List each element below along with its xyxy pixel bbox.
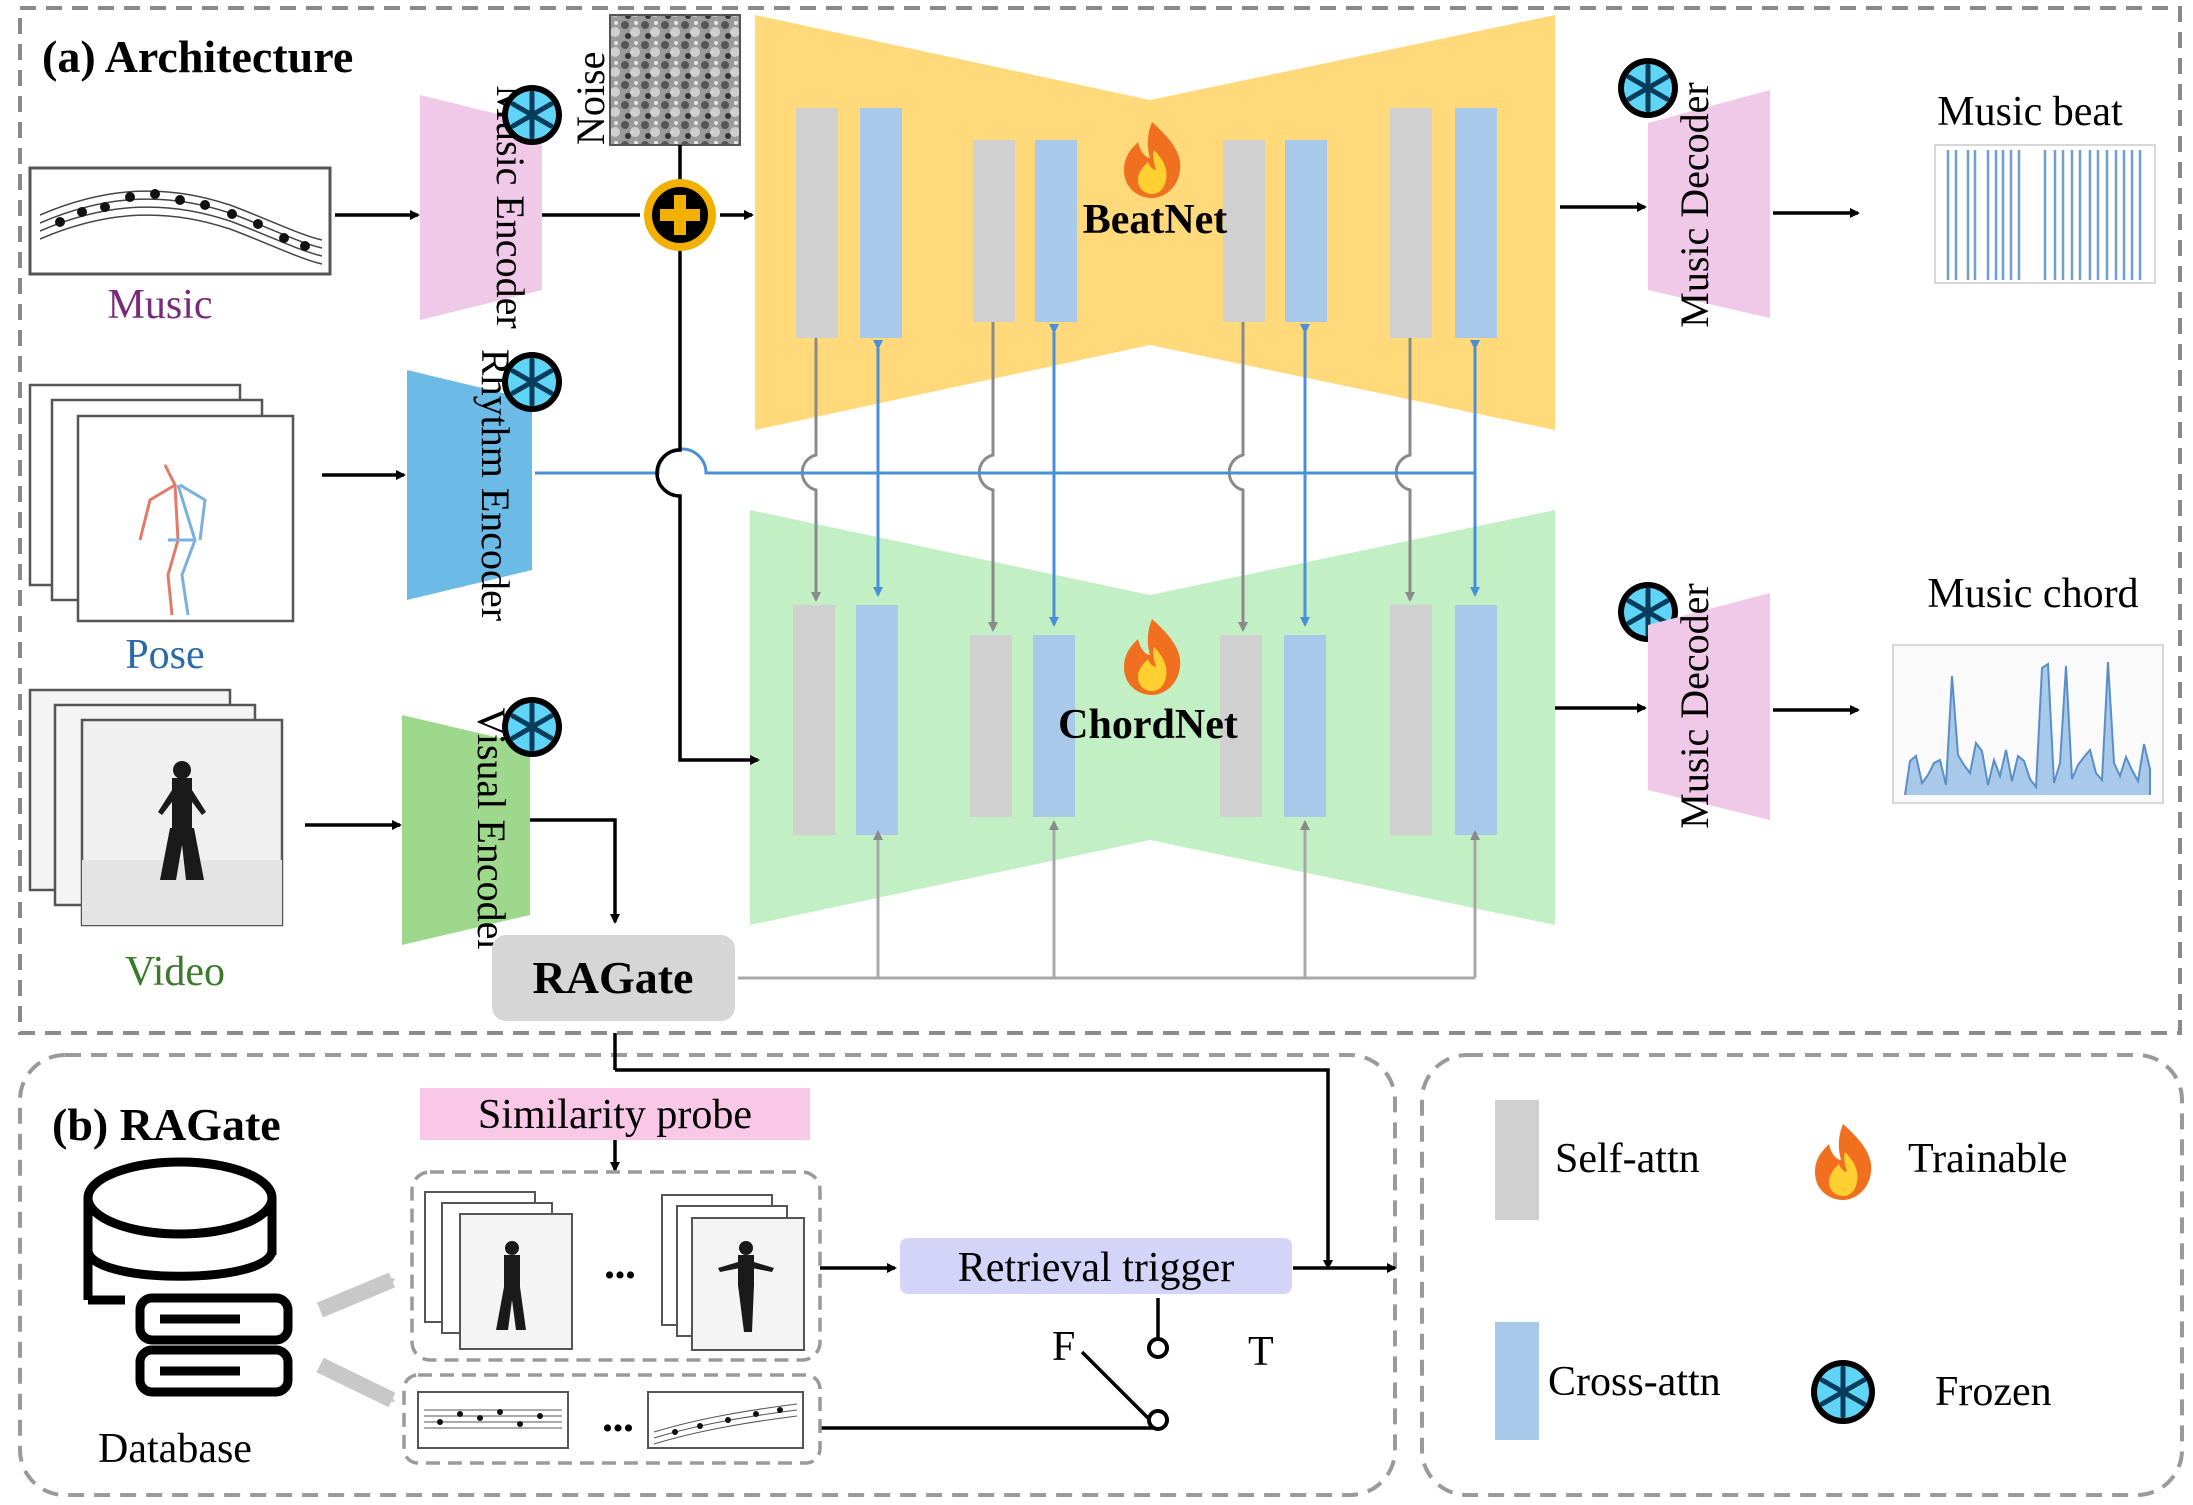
- noise-image: [609, 14, 741, 146]
- pose-label: Pose: [125, 632, 204, 678]
- snowflake-icon: [502, 85, 562, 145]
- retrieval-trigger-label: Retrieval trigger: [958, 1245, 1234, 1291]
- visual-encoder: [402, 715, 530, 945]
- retrieved-video-group: [410, 1170, 822, 1362]
- retrieved-music-group: [402, 1373, 822, 1465]
- beat-decoder: [1648, 90, 1770, 318]
- fire-icon: [1815, 1124, 1872, 1200]
- legend-self-attn-label: Self-attn: [1555, 1136, 1700, 1182]
- beat-decoder-label: Music Decoder: [1672, 82, 1717, 327]
- cross-attn-block: [1284, 635, 1326, 817]
- db-arrow-top: [316, 1272, 396, 1318]
- cross-attn-block: [1455, 605, 1497, 835]
- rhythm-encoder: [407, 370, 532, 600]
- retrieved-music-sheet-left: [417, 1391, 569, 1449]
- fire-icon: [1124, 619, 1181, 695]
- fire-icon: [1124, 122, 1181, 198]
- cross-attn-block: [856, 605, 898, 835]
- ragate-label: RAGate: [533, 952, 694, 1003]
- chord-decoder-label: Music Decoder: [1672, 583, 1717, 828]
- beatnet-blocks: [796, 108, 1497, 338]
- chordnet-label: ChordNet: [1058, 702, 1238, 748]
- output-arrows: [1555, 202, 1860, 715]
- legend-frozen-label: Frozen: [1935, 1369, 2052, 1415]
- rhythm-line: [535, 447, 1475, 475]
- architecture-title: (a) Architecture: [42, 31, 353, 82]
- cross-attn-block: [1455, 108, 1497, 338]
- ragate-lines: [610, 1033, 1397, 1430]
- ragate-feed-lines: [738, 820, 1480, 980]
- ragate-title: (b) RAGate: [52, 1099, 281, 1150]
- db-arrow-bottom: [316, 1357, 396, 1408]
- architecture-frame: [18, 6, 2182, 1035]
- switch-contact-top: [1147, 1337, 1169, 1359]
- self-attn-block: [793, 605, 835, 835]
- music-beat-label: Music beat: [1937, 89, 2123, 135]
- false-label: F: [1052, 1324, 1075, 1370]
- retrieved-video-frames-left: [424, 1191, 573, 1350]
- self-attn-block: [796, 108, 838, 338]
- retrieval-trigger-box: [900, 1238, 1292, 1294]
- similarity-probe-box: [420, 1088, 810, 1140]
- visual-encoder-label: Visual Encoder: [469, 707, 514, 952]
- chordnet-blocks: [793, 605, 1497, 835]
- legend-cross-attn-label: Cross-attn: [1548, 1359, 1721, 1405]
- cross-attn-links: [873, 324, 1480, 627]
- beatnet-shape: [755, 15, 1555, 430]
- self-attn-block: [1223, 140, 1265, 322]
- video-image: [28, 688, 284, 927]
- legend-self-attn-swatch: [1495, 1100, 1539, 1220]
- cross-attn-block: [860, 108, 902, 338]
- switch-contact-bottom: [1147, 1409, 1169, 1431]
- add-node-icon: [644, 179, 716, 251]
- legend-cross-attn-swatch: [1495, 1322, 1539, 1440]
- legend-trainable-label: Trainable: [1908, 1136, 2067, 1182]
- music-chord-label: Music chord: [1927, 571, 2138, 617]
- chordnet-shape: [750, 510, 1555, 925]
- pose-image: [28, 383, 295, 623]
- snowflake-icon: [1618, 58, 1678, 118]
- snowflake-icon: [502, 352, 562, 412]
- ragate-frame: [18, 1053, 1397, 1497]
- ragate-box: [492, 935, 735, 1021]
- database-icon: [83, 1157, 293, 1397]
- self-attn-block: [970, 635, 1012, 817]
- self-attn-block: [973, 140, 1015, 322]
- true-label: T: [1248, 1329, 1274, 1375]
- music-beat-plot: [1934, 144, 2156, 284]
- ellipsis: •••: [604, 1259, 636, 1292]
- ellipsis: •••: [602, 1412, 634, 1445]
- chord-decoder: [1648, 593, 1770, 820]
- retrieved-video-frames-right: [661, 1194, 805, 1351]
- noise-label: Noise: [568, 52, 613, 145]
- cross-attn-block: [1285, 140, 1327, 322]
- input-arrows: [305, 145, 760, 924]
- self-attn-block: [1390, 108, 1432, 338]
- legend-frame: [1420, 1053, 2184, 1497]
- music-sheet-image: [28, 166, 332, 276]
- database-label: Database: [98, 1426, 252, 1472]
- similarity-probe-label: Similarity probe: [478, 1092, 752, 1138]
- video-label: Video: [125, 949, 225, 995]
- self-attn-block: [1390, 605, 1432, 835]
- retrieved-music-sheet-right: [647, 1391, 804, 1449]
- cross-attn-block: [1033, 635, 1075, 817]
- cross-attn-block: [1035, 140, 1077, 322]
- snowflake-icon: [1811, 1360, 1875, 1424]
- self-attn-block: [1220, 635, 1262, 817]
- music-encoder: [420, 95, 542, 320]
- music-label: Music: [108, 282, 213, 328]
- beatnet-label: BeatNet: [1083, 197, 1228, 243]
- snowflake-icon: [502, 697, 562, 757]
- music-chord-plot: [1892, 644, 2164, 804]
